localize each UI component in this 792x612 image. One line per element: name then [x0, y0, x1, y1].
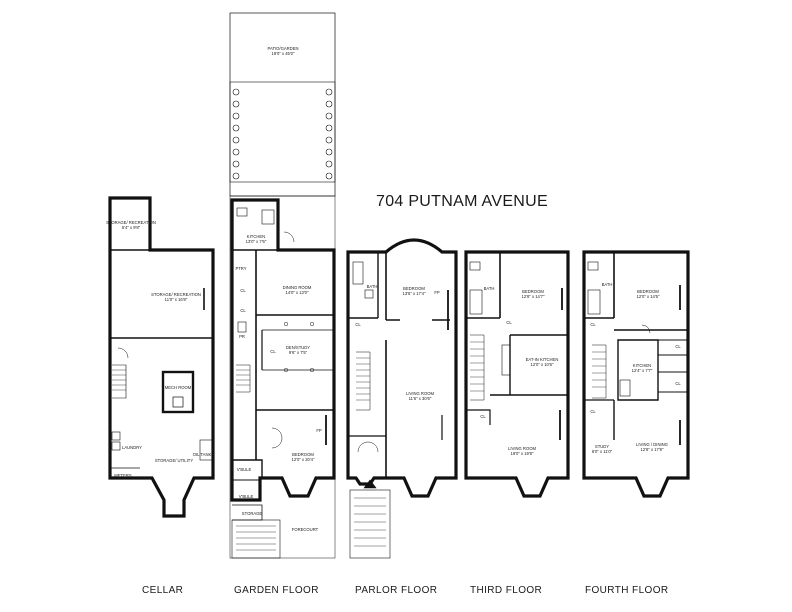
room-label: STORAGE/ UTILITY: [154, 458, 194, 463]
room-label: CL: [355, 322, 361, 327]
fourth-floor-plan: [582, 250, 690, 498]
garden-floor-plan: [229, 12, 336, 559]
room-label: FP: [434, 290, 440, 295]
room-label: CL: [590, 409, 596, 414]
floor-label-third: THIRD FLOOR: [470, 585, 543, 596]
floor-label-fourth: FOURTH FLOOR: [585, 585, 669, 596]
room-label: CL: [590, 322, 596, 327]
room-label: V'BULE: [238, 494, 254, 499]
room-label: PR: [239, 334, 245, 339]
room-label: PTRY: [235, 266, 247, 271]
third-floor-plan: [464, 250, 570, 498]
parlor-floor-plan: [346, 238, 458, 559]
room-label: BATH: [366, 284, 378, 289]
floor-label-cellar: CELLAR: [142, 585, 184, 596]
room-label: CL: [270, 349, 276, 354]
room-label: CL: [240, 288, 246, 293]
room-label: FP: [316, 428, 322, 433]
cellar-plan: [108, 196, 215, 518]
floor-label-parlor: PARLOR FLOOR: [355, 585, 438, 596]
room-label: LAUNDRY: [122, 445, 142, 450]
room-label: OIL TANK: [192, 452, 212, 457]
room-label: CL: [480, 414, 486, 419]
property-address-title: 704 PUTNAM AVENUE: [376, 193, 548, 210]
room-label: METERS: [114, 473, 132, 478]
floor-label-garden: GARDEN FLOOR: [234, 585, 319, 596]
room-label: CL: [506, 320, 512, 325]
room-label: FORECOURT: [291, 527, 319, 532]
room-label: BATH: [483, 286, 495, 291]
room-label: V'BULE: [236, 467, 252, 472]
room-label: CL: [675, 344, 681, 349]
room-label: MECH ROOM: [164, 385, 192, 390]
room-label: BATH: [601, 282, 613, 287]
room-label: CL: [675, 381, 681, 386]
room-label: STORAGE: [241, 511, 263, 516]
room-label: CL: [240, 308, 246, 313]
